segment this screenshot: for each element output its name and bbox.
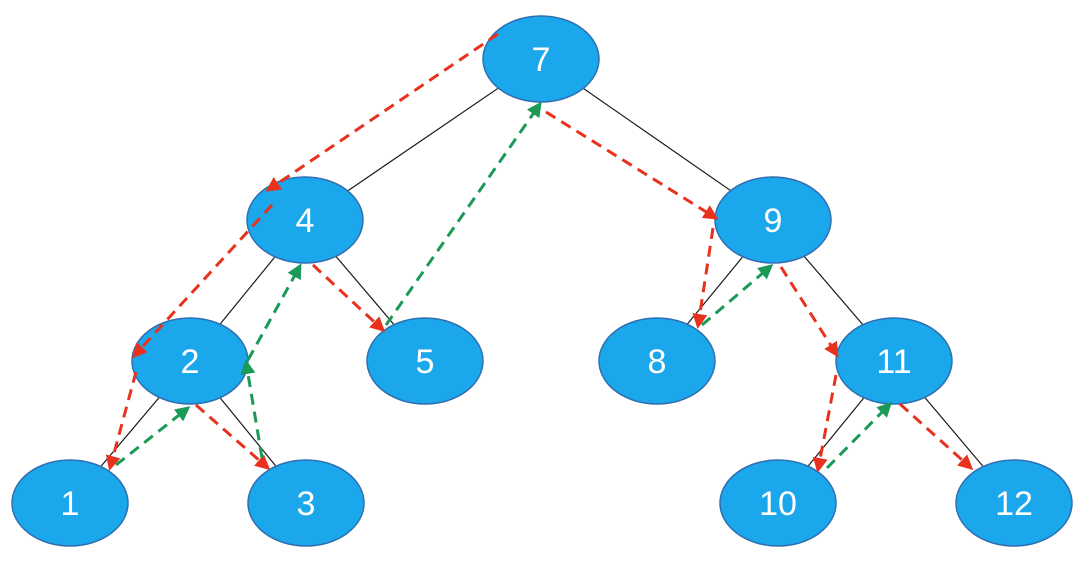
descend-arrow-n4-n5 [311, 263, 386, 333]
node-ellipse [598, 317, 716, 405]
traversal-arrows [105, 32, 974, 473]
return-arrow-n8-n9 [701, 264, 774, 327]
tree-node-n10: 10 [719, 459, 837, 547]
node-label: 3 [297, 485, 316, 523]
node-label: 12 [995, 485, 1033, 523]
tree-node-n3: 3 [247, 459, 365, 547]
return-arrow-n5-n7 [384, 101, 542, 326]
descend-arrow-n9-n8 [692, 227, 715, 329]
descend-arrow-n2-n3 [195, 403, 271, 470]
node-ellipse [835, 317, 953, 405]
return-arrow-n10-n11 [825, 401, 893, 470]
node-label: 1 [61, 485, 80, 523]
node-label: 9 [764, 202, 783, 240]
node-label: 11 [876, 343, 911, 381]
node-ellipse [11, 459, 129, 547]
node-label: 4 [296, 202, 315, 240]
tree-node-n12: 12 [955, 459, 1073, 547]
node-ellipse [955, 459, 1073, 547]
tree-node-n7: 7 [482, 15, 600, 103]
node-ellipse [719, 459, 837, 547]
descend-arrow-n11-n10 [812, 374, 838, 473]
node-label: 8 [648, 343, 667, 381]
descend-arrow-n11-n12 [898, 402, 974, 471]
tree-node-n5: 5 [366, 317, 484, 405]
tree-edges [69, 58, 1015, 504]
node-label: 7 [532, 41, 551, 79]
descend-arrow-n7-n9 [545, 110, 719, 220]
node-label: 10 [759, 485, 797, 523]
node-label: 2 [181, 343, 200, 381]
tree-node-n4: 4 [246, 176, 364, 264]
tree-node-n8: 8 [598, 317, 716, 405]
tree-node-n9: 9 [714, 176, 832, 264]
descend-arrow-n4-n2 [131, 203, 274, 359]
node-ellipse [247, 459, 365, 547]
descend-arrow-n2-n1 [105, 371, 138, 471]
return-arrow-n1-n2 [115, 406, 191, 467]
descend-arrow-n7-n4 [265, 32, 499, 192]
descend-arrow-n9-n11 [779, 266, 839, 358]
node-ellipse [246, 176, 364, 264]
return-arrow-n3-n2 [240, 359, 264, 459]
tree-node-n2: 2 [131, 317, 249, 405]
tree-node-n1: 1 [11, 459, 129, 547]
node-ellipse [714, 176, 832, 264]
node-label: 5 [416, 343, 435, 381]
node-ellipse [366, 317, 484, 405]
tree-node-n11: 11 [835, 317, 953, 405]
